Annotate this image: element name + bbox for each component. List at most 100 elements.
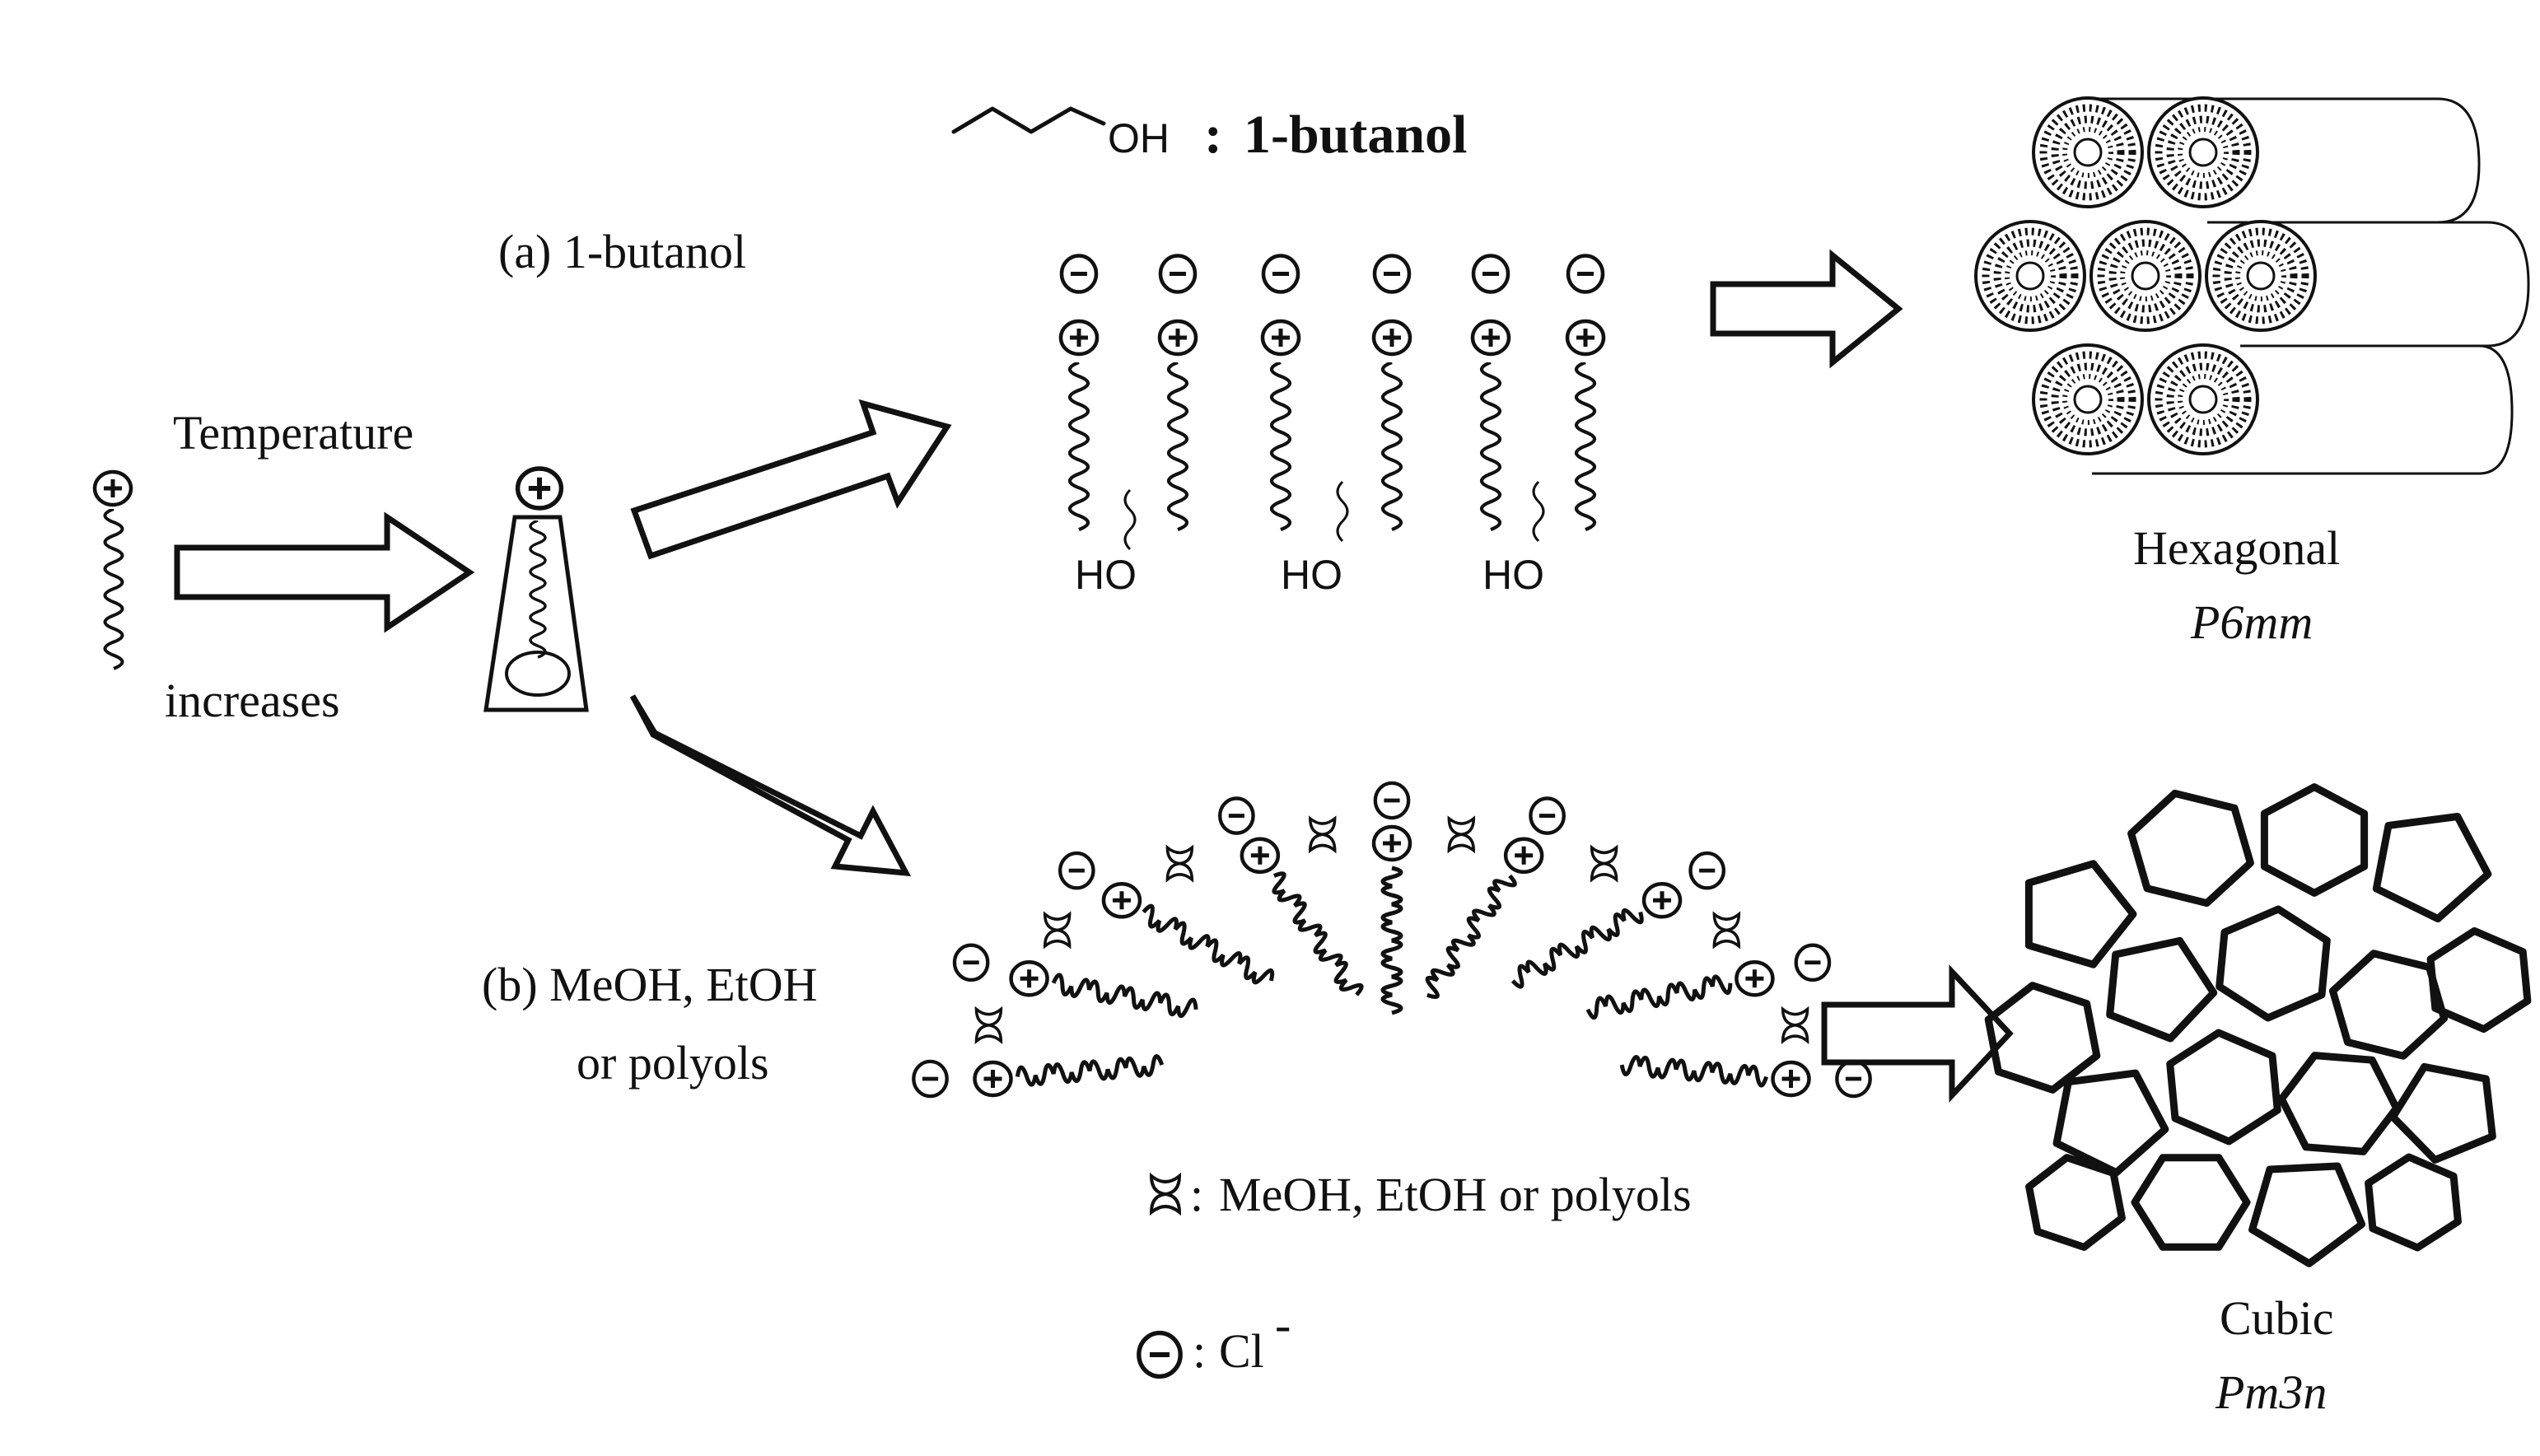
cubic-label: Cubic (2220, 1291, 2334, 1345)
plus-circle-icon (1011, 962, 1048, 995)
path-b-label-line2: or polyols (577, 1036, 769, 1090)
path-a-label: (a) 1-butanol (498, 225, 746, 278)
plus-circle-icon (1263, 321, 1299, 354)
polyhedral-cell (2248, 1162, 2366, 1267)
plus-circle-icon (975, 1062, 1011, 1095)
plus-circle-icon (1567, 321, 1604, 354)
alcohol-legend: : MeOH, EtOH or polyols (1150, 1168, 1692, 1221)
chloride-legend-label: Cl (1219, 1324, 1264, 1378)
ho-group-label: HO (1281, 552, 1342, 598)
alcohol-legend-label: MeOH, EtOH or polyols (1219, 1168, 1692, 1221)
alkyl-chain-icon (105, 509, 123, 669)
minus-circle-icon (955, 945, 988, 980)
polyhedral-cell (2260, 783, 2369, 897)
polyhedral-cell (2365, 1153, 2462, 1252)
bowtie-molecule-icon (1781, 1007, 1809, 1043)
polyhedral-cell (2388, 1062, 2496, 1164)
chloride-legend-colon: : (1193, 1324, 1206, 1378)
path-b-label-line1: (b) MeOH, EtOH (482, 958, 818, 1011)
minus-circle-icon (1568, 256, 1603, 292)
plus-circle-icon (1473, 321, 1509, 354)
butanol-inserts: HO HO HO (1075, 480, 1545, 598)
cone-surfactant (483, 469, 589, 712)
alkyl-chain-icon (1585, 974, 1733, 1020)
bowtie-molecule-icon (1447, 817, 1476, 852)
polyhedral-cell (2127, 789, 2254, 908)
polyhedral-cell (2277, 1052, 2401, 1155)
alkyl-chain-icon (1425, 874, 1517, 999)
polyhedral-cell (2372, 813, 2492, 923)
plus-circle-icon (1736, 962, 1772, 995)
bowtie-molecule-icon (1308, 817, 1337, 852)
bowtie-molecule-icon (1150, 1174, 1181, 1214)
legend-colon: : (1204, 105, 1222, 165)
polyhedral-cell (2215, 905, 2331, 1022)
bowtie-molecule-icon (1712, 912, 1741, 948)
plus-circle-icon (1644, 884, 1680, 917)
minus-circle-icon (1062, 256, 1096, 292)
ho-group-label: HO (1482, 552, 1544, 598)
plus-circle-icon (1506, 839, 1542, 872)
minus-circle-icon (1375, 783, 1408, 818)
arrow-to-path-a (630, 399, 952, 560)
plus-circle-icon (95, 472, 131, 505)
polyhedral-cell (2106, 936, 2218, 1043)
minus-circle-icon (1837, 1062, 1870, 1096)
alkyl-chain-icon (1619, 1054, 1768, 1088)
polyhedral-cell (2052, 1069, 2169, 1177)
plus-circle-icon (1160, 321, 1196, 354)
plus-circle-icon (1242, 839, 1278, 872)
minus-circle-icon (1139, 1333, 1180, 1377)
minus-circle-icon (1796, 945, 1829, 980)
increases-label: increases (165, 674, 340, 727)
polyhedral-cell (1984, 982, 2101, 1094)
cubic-space-group: Pm3n (2215, 1365, 2327, 1419)
plus-circle-icon (1374, 321, 1410, 354)
minus-circle-icon (1220, 798, 1253, 833)
ho-group-label: HO (1075, 552, 1137, 598)
alkyl-chain-icon (1482, 362, 1500, 530)
hexagonal-label: Hexagonal (2133, 521, 2340, 575)
minus-circle-icon (1691, 853, 1724, 888)
polyhedral-cell (2025, 1154, 2126, 1251)
butanol-legend: OH : 1-butanol (951, 105, 1467, 165)
oh-group-label: OH (1108, 115, 1170, 161)
arrow-to-path-b (629, 694, 912, 877)
bowtie-molecule-icon (1165, 846, 1194, 881)
arrow-to-cubic (1821, 964, 2014, 1103)
bowtie-molecule-icon (974, 1007, 1003, 1043)
polyhedral-cell (2024, 860, 2137, 968)
minus-circle-icon (1375, 256, 1409, 292)
temperature-label: Temperature (173, 406, 413, 460)
curved-surfactant-arch (913, 783, 1870, 1096)
alkyl-chain-icon (1015, 1054, 1165, 1087)
single-surfactant (95, 472, 131, 669)
polyhedral-cell (2166, 1029, 2281, 1146)
chloride-legend: : Cl - (1139, 1298, 1291, 1378)
hexagonal-phase (1976, 98, 2530, 475)
alkyl-chain-icon (1142, 903, 1275, 985)
plus-circle-icon (1374, 827, 1410, 860)
plus-circle-icon (1061, 321, 1097, 354)
alkyl-chain-icon (1510, 908, 1644, 989)
cubic-phase (1984, 783, 2532, 1267)
polyhedral-cell (2426, 926, 2532, 1034)
minus-circle-icon (1263, 256, 1298, 292)
plus-circle-icon (518, 469, 562, 508)
minus-circle-icon (1530, 798, 1563, 833)
alkyl-chain-icon (1576, 362, 1595, 530)
butanol-skeleton (951, 106, 1106, 134)
alkyl-chain-icon (1070, 362, 1088, 530)
minus-circle-icon (1473, 256, 1508, 292)
arrow-to-hexagonal (1710, 249, 1903, 369)
plus-circle-icon (1104, 884, 1140, 917)
hexagonal-space-group: P6mm (2190, 595, 2313, 649)
alkyl-chain-icon (1272, 362, 1290, 530)
polyhedral-cell (2328, 950, 2449, 1060)
alkyl-chain-icon (1383, 362, 1401, 530)
alkyl-chain-icon (1169, 362, 1187, 530)
temperature-arrow (174, 511, 475, 633)
legend-butanol-label: 1-butanol (1244, 105, 1467, 165)
minus-circle-icon (913, 1062, 946, 1096)
alkyl-chain-icon (1380, 866, 1403, 1015)
